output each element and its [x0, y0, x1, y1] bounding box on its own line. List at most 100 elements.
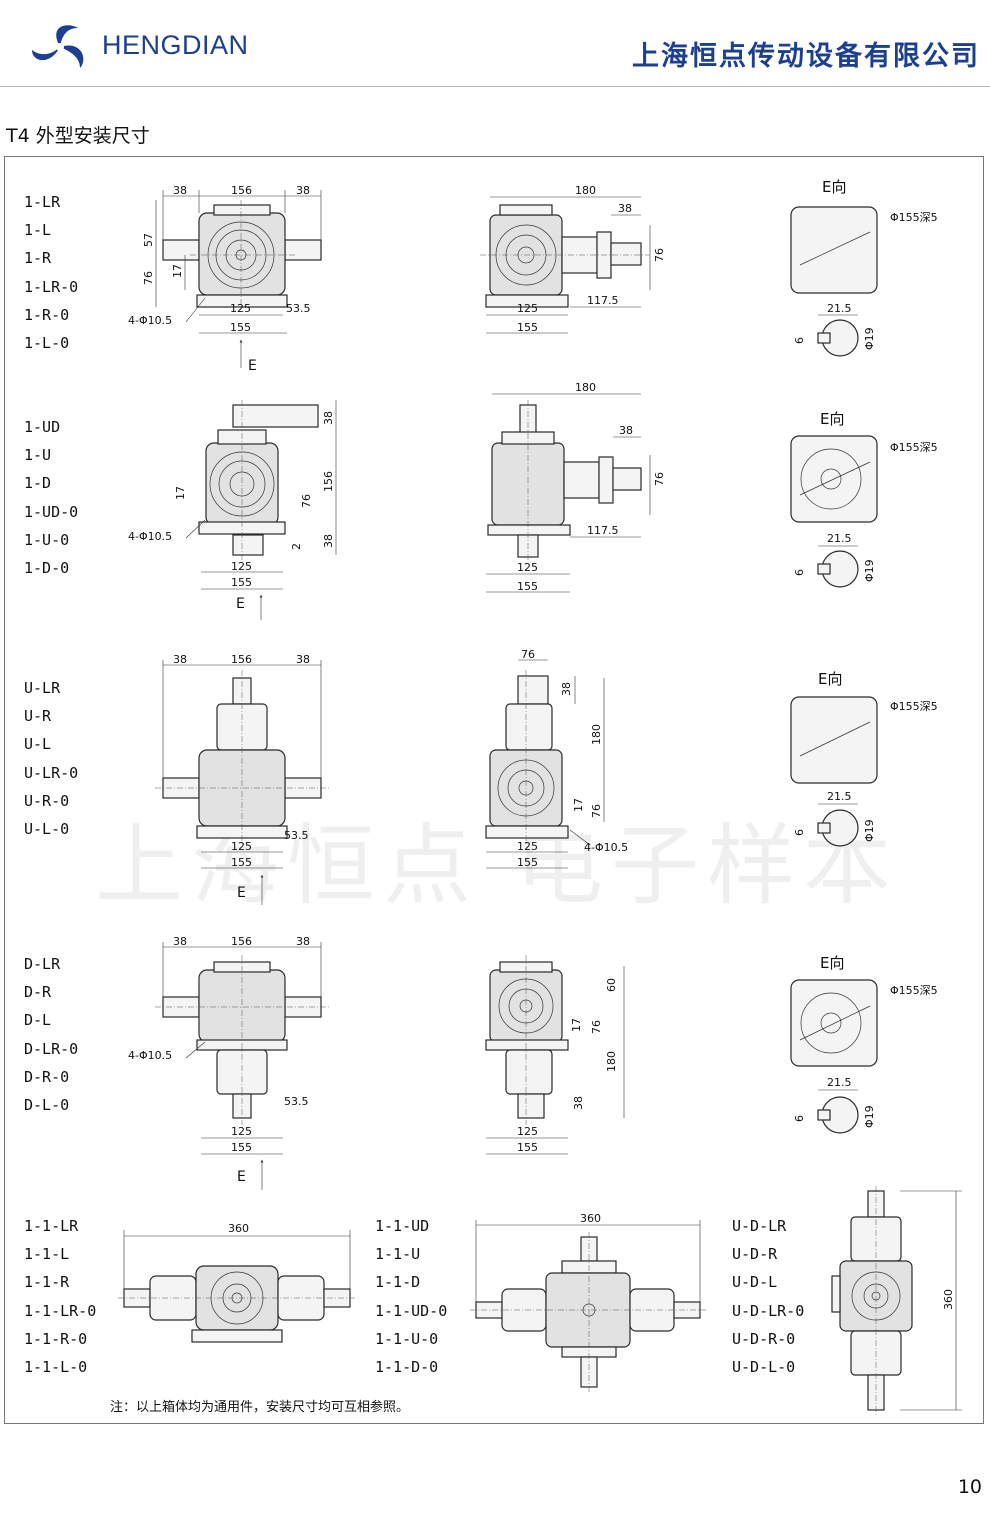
pcd-label: Φ155深5 [890, 211, 938, 224]
dim-label: 38 [322, 411, 335, 425]
key-width-label: 21.5 [827, 302, 852, 315]
row4-side-view: 60 17 76 180 38 125 155 [485, 955, 625, 1155]
dim-label: 155 [230, 321, 251, 334]
dim-label: 360 [228, 1222, 249, 1235]
hole-label: 4-Φ10.5 [128, 1049, 172, 1062]
model-label: 1-1-D [375, 1273, 421, 1292]
model-label: U-L-0 [24, 820, 70, 839]
dim-label: 125 [517, 561, 538, 574]
shaft-label: Φ19 [863, 819, 876, 842]
model-label: D-L [24, 1011, 52, 1030]
model-label: 1-1-U [375, 1245, 421, 1264]
row3-front-view: 38 156 38 125 155 53.5 E [155, 653, 330, 905]
combo-1-1-view: 360 [118, 1222, 356, 1343]
dim-label: 38 [173, 184, 187, 197]
key-height-label: 6 [793, 337, 806, 344]
hengdian-logo-icon [32, 25, 84, 68]
dim-label: 38 [173, 935, 187, 948]
dim-label: 180 [575, 184, 596, 197]
model-label: U-D-R [732, 1245, 778, 1264]
combo-1-1-ud-view: 360 [470, 1212, 706, 1392]
dim-label: 156 [231, 935, 252, 948]
dim-label: 155 [517, 321, 538, 334]
dim-label: 155 [517, 1141, 538, 1154]
dim-label: 53.5 [286, 302, 311, 315]
model-list-bottom-a: 1-1-LR 1-1-L 1-1-R 1-1-LR-0 1-1-R-0 1-1-… [24, 1212, 96, 1381]
dim-label: 180 [590, 724, 603, 745]
page-header: HENGDIAN 上海恒点传动设备有限公司 [0, 0, 990, 90]
dim-label: 76 [653, 472, 666, 486]
model-label: U-D-LR-0 [732, 1301, 805, 1320]
row2-e-view: E向 Φ155深5 21.5 6 Φ19 [790, 410, 938, 588]
key-width-label: 21.5 [827, 532, 852, 545]
row1-front-view: 38 156 38 57 76 17 125 155 53.5 4-Φ10.5 … [128, 184, 322, 374]
model-label: D-L-0 [24, 1096, 70, 1115]
model-label: U-L [24, 735, 52, 754]
dim-label: 76 [590, 804, 603, 818]
dim-label: 60 [605, 978, 618, 992]
model-list-row3: U-LR U-R U-L U-LR-0 U-R-0 U-L-0 [24, 674, 78, 843]
model-label: 1-1-UD [375, 1217, 430, 1235]
key-height-label: 6 [793, 1115, 806, 1122]
dim-label: 360 [942, 1289, 955, 1310]
model-label: U-R-0 [24, 791, 70, 810]
model-label: 1-UD [24, 418, 61, 436]
dim-label: 180 [575, 381, 596, 394]
dim-label: 38 [296, 935, 310, 948]
dim-label: 17 [174, 486, 187, 500]
model-label: U-D-L [732, 1273, 778, 1292]
model-label: 1-D [24, 474, 52, 493]
shaft-label: Φ19 [863, 559, 876, 582]
model-label: U-D-L-0 [732, 1358, 796, 1377]
model-list-row2: 1-UD 1-U 1-D 1-UD-0 1-U-0 1-D-0 [24, 413, 78, 582]
view-label: E [236, 596, 245, 612]
model-list-bottom-b: 1-1-UD 1-1-U 1-1-D 1-1-UD-0 1-1-U-0 1-1-… [375, 1212, 447, 1381]
hole-label: 4-Φ10.5 [128, 314, 172, 327]
view-label: E [248, 358, 257, 374]
model-label: 1-R [24, 249, 52, 268]
row4-e-view: E向 Φ155深5 21.5 6 Φ19 [790, 954, 938, 1134]
model-label: D-R-0 [24, 1067, 70, 1086]
dim-label: 125 [230, 302, 251, 315]
model-label: U-R [24, 707, 52, 726]
row3-e-view: E向 Φ155深5 21.5 6 Φ19 [790, 670, 938, 847]
dim-label: 17 [572, 798, 585, 812]
row3-side-view: 76 38 180 17 76 125 155 4-Φ10.5 [485, 648, 628, 869]
dim-label: 38 [296, 184, 310, 197]
view-label: E [237, 1169, 246, 1185]
dim-label: 38 [296, 653, 310, 666]
dim-label: 117.5 [587, 524, 619, 537]
dim-label: 360 [580, 1212, 601, 1225]
dim-label: 76 [300, 494, 313, 508]
model-label: D-R [24, 983, 52, 1002]
dim-label: 38 [619, 424, 633, 437]
brand-name: HENGDIAN [102, 30, 249, 60]
model-label: 1-U [24, 446, 52, 465]
key-width-label: 21.5 [827, 790, 852, 803]
dim-label: 76 [590, 1020, 603, 1034]
hole-label: 4-Φ10.5 [584, 841, 628, 854]
model-label: 1-U-0 [24, 530, 70, 549]
model-list-bottom-c: U-D-LR U-D-R U-D-L U-D-LR-0 U-D-R-0 U-D-… [732, 1212, 804, 1381]
dim-label: 17 [570, 1018, 583, 1032]
combo-u-d-view: 360 [831, 1186, 962, 1415]
key-height-label: 6 [793, 829, 806, 836]
header-divider [0, 86, 990, 87]
dim-label: 76 [653, 248, 666, 262]
dim-label: 2 [290, 543, 303, 550]
model-label: 1-1-U-0 [375, 1329, 439, 1348]
dim-label: 38 [572, 1096, 585, 1110]
e-view-title: E向 [820, 410, 844, 428]
dim-label: 156 [322, 471, 335, 492]
view-label: E [237, 885, 246, 901]
dim-label: 38 [322, 534, 335, 548]
e-view-title: E向 [822, 178, 846, 196]
dim-label: 76 [521, 648, 535, 661]
dim-label: 156 [231, 653, 252, 666]
company-name: 上海恒点传动设备有限公司 [632, 41, 980, 72]
e-view-title: E向 [820, 954, 844, 972]
dim-label: 155 [231, 576, 252, 589]
key-width-label: 21.5 [827, 1076, 852, 1089]
dim-label: 38 [173, 653, 187, 666]
